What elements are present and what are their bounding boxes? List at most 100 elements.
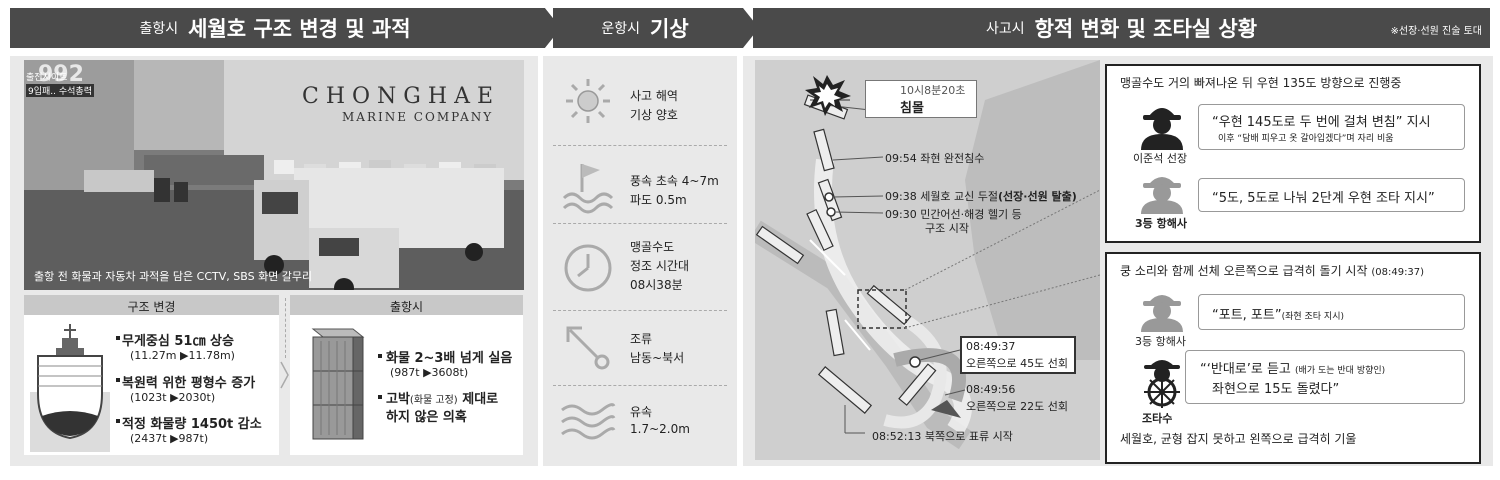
weather-5-line2: 1.7~2.0m bbox=[630, 422, 690, 436]
structure-item-2-title: 복원력 위한 평형수 증가 bbox=[122, 376, 256, 391]
header-weather-title: 기상 bbox=[650, 17, 689, 41]
header-weather: 운항시 기상 bbox=[553, 8, 737, 48]
departure-header: 출항시 bbox=[290, 295, 523, 315]
bubble-helmsman-sub: (배가 도는 반대 방향인) bbox=[1295, 366, 1386, 376]
bullet-1 bbox=[116, 336, 120, 340]
bridge-2-footer: 세월호, 균형 잡지 못하고 왼쪽으로 급격히 기울 bbox=[1120, 432, 1357, 446]
event-0930-b: 구조 시작 bbox=[925, 222, 969, 235]
bubble-helmsman-line2: 좌현으로 15도 돌렸다” bbox=[1212, 382, 1340, 397]
bubble-third-mate-1 bbox=[1198, 178, 1465, 212]
event-0938: 09:38 세월호 교신 두절(선장·선원 탈출) bbox=[885, 188, 1077, 204]
structure-item-3-title: 적정 화물량 1450t 감소 bbox=[122, 417, 262, 432]
container-stack-icon bbox=[311, 328, 365, 440]
bridge-2-title-time: (08:49:37) bbox=[1371, 267, 1425, 278]
bridge-2-title: 쿵 소리와 함께 선체 오른쪽으로 급격히 돌기 시작 (08:49:37) bbox=[1120, 262, 1424, 279]
header-weather-small: 운항시 bbox=[601, 21, 640, 37]
event-084937-time: 08:49:37 bbox=[966, 340, 1016, 353]
bubble-captain bbox=[1198, 104, 1465, 150]
photo-overlay-number: 992 bbox=[38, 62, 84, 87]
bullet-5 bbox=[378, 395, 382, 399]
current-icon bbox=[566, 326, 610, 370]
event-085213: 08:52:13 북쪽으로 표류 시작 bbox=[872, 430, 1013, 443]
bubble-third-mate-2-text: “포트, 포트”(좌현 조타 지시) bbox=[1212, 304, 1344, 323]
weather-3-line1: 맹골수도 bbox=[630, 240, 675, 254]
header-accident: 사고시 항적 변화 및 조타실 상황 ※선장·선원 진술 토대 bbox=[753, 8, 1490, 48]
chevron-right-icon bbox=[280, 361, 289, 389]
weather-1-line1: 사고 해역 bbox=[630, 89, 678, 103]
person-helmsman: 조타수 bbox=[1142, 412, 1173, 425]
third-mate-icon-2 bbox=[1141, 295, 1183, 332]
bubble-third-mate-2-sub: (좌현 조타 지시) bbox=[1281, 312, 1345, 322]
departure-item-2-line2: 하지 않은 의혹 bbox=[386, 410, 467, 425]
weather-4-line1: 조류 bbox=[630, 332, 653, 346]
panel-weather bbox=[543, 56, 737, 466]
header-structure: 출항시 세월호 구조 변경 및 과적 bbox=[10, 8, 540, 48]
weather-sep-3 bbox=[553, 310, 727, 311]
wave-icon bbox=[561, 403, 616, 440]
departure-item-2-a: 고박 bbox=[386, 392, 410, 407]
header-structure-title: 세월호 구조 변경 및 과적 bbox=[188, 17, 411, 41]
weather-2-line1: 풍속 초속 4~7m bbox=[630, 174, 719, 188]
photo-ship-company: MARINE COMPANY bbox=[342, 110, 494, 124]
person-third-mate-1: 3등 항해사 bbox=[1135, 217, 1187, 230]
bubble-helmsman-a: “‘반대로’로 듣고 bbox=[1200, 362, 1291, 377]
ship-cross-section-icon bbox=[30, 324, 110, 452]
wind-flag-icon bbox=[562, 164, 614, 214]
event-0938-b: (선장·선원 탈출) bbox=[998, 190, 1077, 203]
sink-label: 침몰 bbox=[900, 101, 924, 116]
weather-5-line1: 유속 bbox=[630, 405, 653, 419]
structure-item-1-detail: (11.27m ▶11.78m) bbox=[130, 349, 235, 362]
header-accident-note: ※선장·선원 진술 토대 bbox=[1390, 26, 1482, 37]
header-arrow-2 bbox=[737, 8, 759, 48]
bubble-captain-main: “우현 145도로 두 번에 걸쳐 변침” 지시 bbox=[1212, 115, 1431, 130]
structure-item-1-title: 무게중심 51㎝ 상승 bbox=[122, 334, 234, 349]
departure-item-2-b: (화물 고정) bbox=[409, 395, 458, 406]
departure-item-2-title: 고박(화물 고정) 제대로 bbox=[386, 388, 498, 407]
departure-item-2-c: 제대로 bbox=[457, 392, 499, 407]
bullet-2 bbox=[116, 378, 120, 382]
event-0954: 09:54 좌현 완전침수 bbox=[885, 152, 985, 165]
photo-overlay-line1: 출전시이트 bbox=[26, 73, 68, 83]
sink-callout bbox=[865, 80, 977, 118]
event-084956-text: 오른쪽으로 22도 선회 bbox=[966, 400, 1068, 413]
sink-time: 10시8분20초 bbox=[900, 84, 966, 97]
bridge-2-title-main: 쿵 소리와 함께 선체 오른쪽으로 급격히 돌기 시작 bbox=[1120, 264, 1368, 278]
bubble-third-mate-1-text: “5도, 5도로 나눠 2단계 우현 조타 지시” bbox=[1212, 191, 1435, 206]
bubble-third-mate-2-main: “포트, 포트” bbox=[1212, 308, 1282, 323]
photo-ship-name: CHONGHAE bbox=[302, 84, 501, 109]
third-mate-icon-1 bbox=[1141, 177, 1183, 214]
header-accident-title: 항적 변화 및 조타실 상황 bbox=[1034, 17, 1258, 41]
event-084937-text: 오른쪽으로 45도 선회 bbox=[966, 357, 1068, 370]
bullet-3 bbox=[116, 419, 120, 423]
structure-item-2-detail: (1023t ▶2030t) bbox=[130, 391, 216, 404]
departure-item-1-title: 화물 2~3배 넘게 실음 bbox=[386, 351, 513, 366]
weather-sep-1 bbox=[553, 145, 727, 146]
sun-icon bbox=[566, 79, 610, 123]
departure-item-1-detail: (987t ▶3608t) bbox=[390, 366, 469, 379]
photo-scene bbox=[24, 60, 524, 290]
weather-sep-4 bbox=[553, 385, 727, 386]
structure-header: 구조 변경 bbox=[24, 295, 279, 315]
ship-track-map bbox=[755, 60, 1100, 460]
person-captain: 이준석 선장 bbox=[1133, 152, 1188, 165]
weather-4-line2: 남동~북서 bbox=[630, 351, 685, 365]
bridge-1-title: 맹골수도 거의 빠져나온 뒤 우현 135도 방향으로 진행중 bbox=[1120, 76, 1402, 90]
person-third-mate-2: 3등 항해사 bbox=[1135, 335, 1186, 348]
bubble-helmsman bbox=[1185, 350, 1465, 404]
header-accident-small: 사고시 bbox=[985, 21, 1025, 37]
weather-3-line3: 08시38분 bbox=[630, 278, 683, 292]
bubble-captain-sub: 이후 “담배 피우고 옷 갈아입겠다”며 자리 비움 bbox=[1218, 134, 1394, 144]
cctv-photo: 992 출전시이트 9입패.. 수석총력 CHONGHAE MARINE COM… bbox=[24, 60, 524, 290]
weather-2-line2: 파도 0.5m bbox=[630, 193, 687, 207]
structure-item-3-detail: (2437t ▶987t) bbox=[130, 432, 209, 445]
header-structure-small: 출항시 bbox=[139, 21, 179, 37]
photo-overlay-line2: 9입패.. 수석총력 bbox=[26, 84, 94, 97]
bullet-4 bbox=[378, 354, 382, 358]
captain-icon bbox=[1141, 108, 1183, 150]
weather-sep-2 bbox=[553, 223, 727, 224]
event-084937-box bbox=[960, 336, 1076, 374]
helmsman-wheel-icon bbox=[1144, 360, 1180, 408]
event-0938-a: 09:38 세월호 교신 두절 bbox=[885, 190, 999, 203]
bubble-helmsman-line1: “‘반대로’로 듣고 (배가 도는 반대 방향인) bbox=[1200, 358, 1385, 377]
departure-header-label: 출항시 bbox=[389, 300, 424, 314]
